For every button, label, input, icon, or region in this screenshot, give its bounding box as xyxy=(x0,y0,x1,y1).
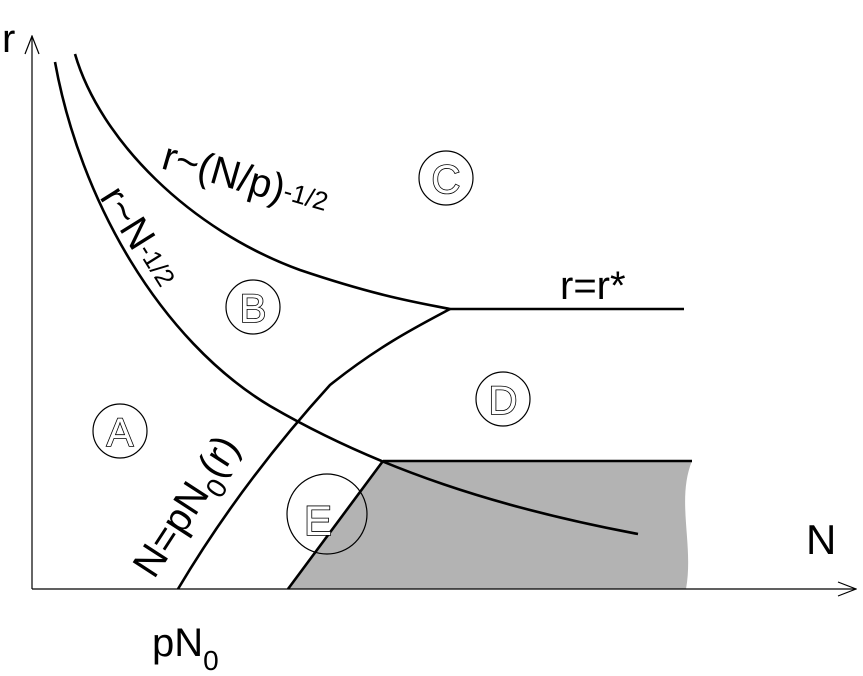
region-a-circle xyxy=(92,403,148,459)
region-b-label: B xyxy=(240,287,267,331)
boundary-label-tail: (r) xyxy=(189,428,248,485)
region-d-circle xyxy=(475,371,531,427)
lower-scaling-curve xyxy=(53,61,639,536)
region-e-label: E xyxy=(304,497,332,544)
boundary-curve-label: N=pN0(r) xyxy=(125,428,256,590)
region-a-marker: A xyxy=(92,403,148,459)
plateau-label: r=r* xyxy=(560,264,626,308)
region-c-label: C xyxy=(432,158,461,202)
upper-curve-label-exp: -1/2 xyxy=(280,176,331,217)
shaded-region xyxy=(288,461,692,589)
region-d-label: D xyxy=(489,379,518,423)
region-c-circle xyxy=(418,150,474,206)
region-c-marker: C xyxy=(418,150,474,206)
x-tick-main: pN xyxy=(152,621,203,665)
region-e-marker: E xyxy=(286,473,368,555)
region-b-marker: B xyxy=(225,279,281,335)
y-axis-label: r xyxy=(2,17,15,61)
upper-scaling-curve xyxy=(73,53,451,311)
region-e-circle xyxy=(286,473,368,555)
shaded-edge-line xyxy=(286,460,385,590)
boundary-label-main: N=pN xyxy=(125,474,218,585)
crossover-boundary-curve xyxy=(176,307,451,590)
region-a-label: A xyxy=(107,411,134,455)
upper-curve-label: r~(N/p)-1/2 xyxy=(158,134,334,223)
region-d-marker: D xyxy=(475,371,531,427)
x-axis-label: N xyxy=(806,516,836,563)
x-tick-label: pN0 xyxy=(152,621,219,676)
x-tick-sub: 0 xyxy=(203,645,219,676)
region-b-circle xyxy=(225,279,281,335)
